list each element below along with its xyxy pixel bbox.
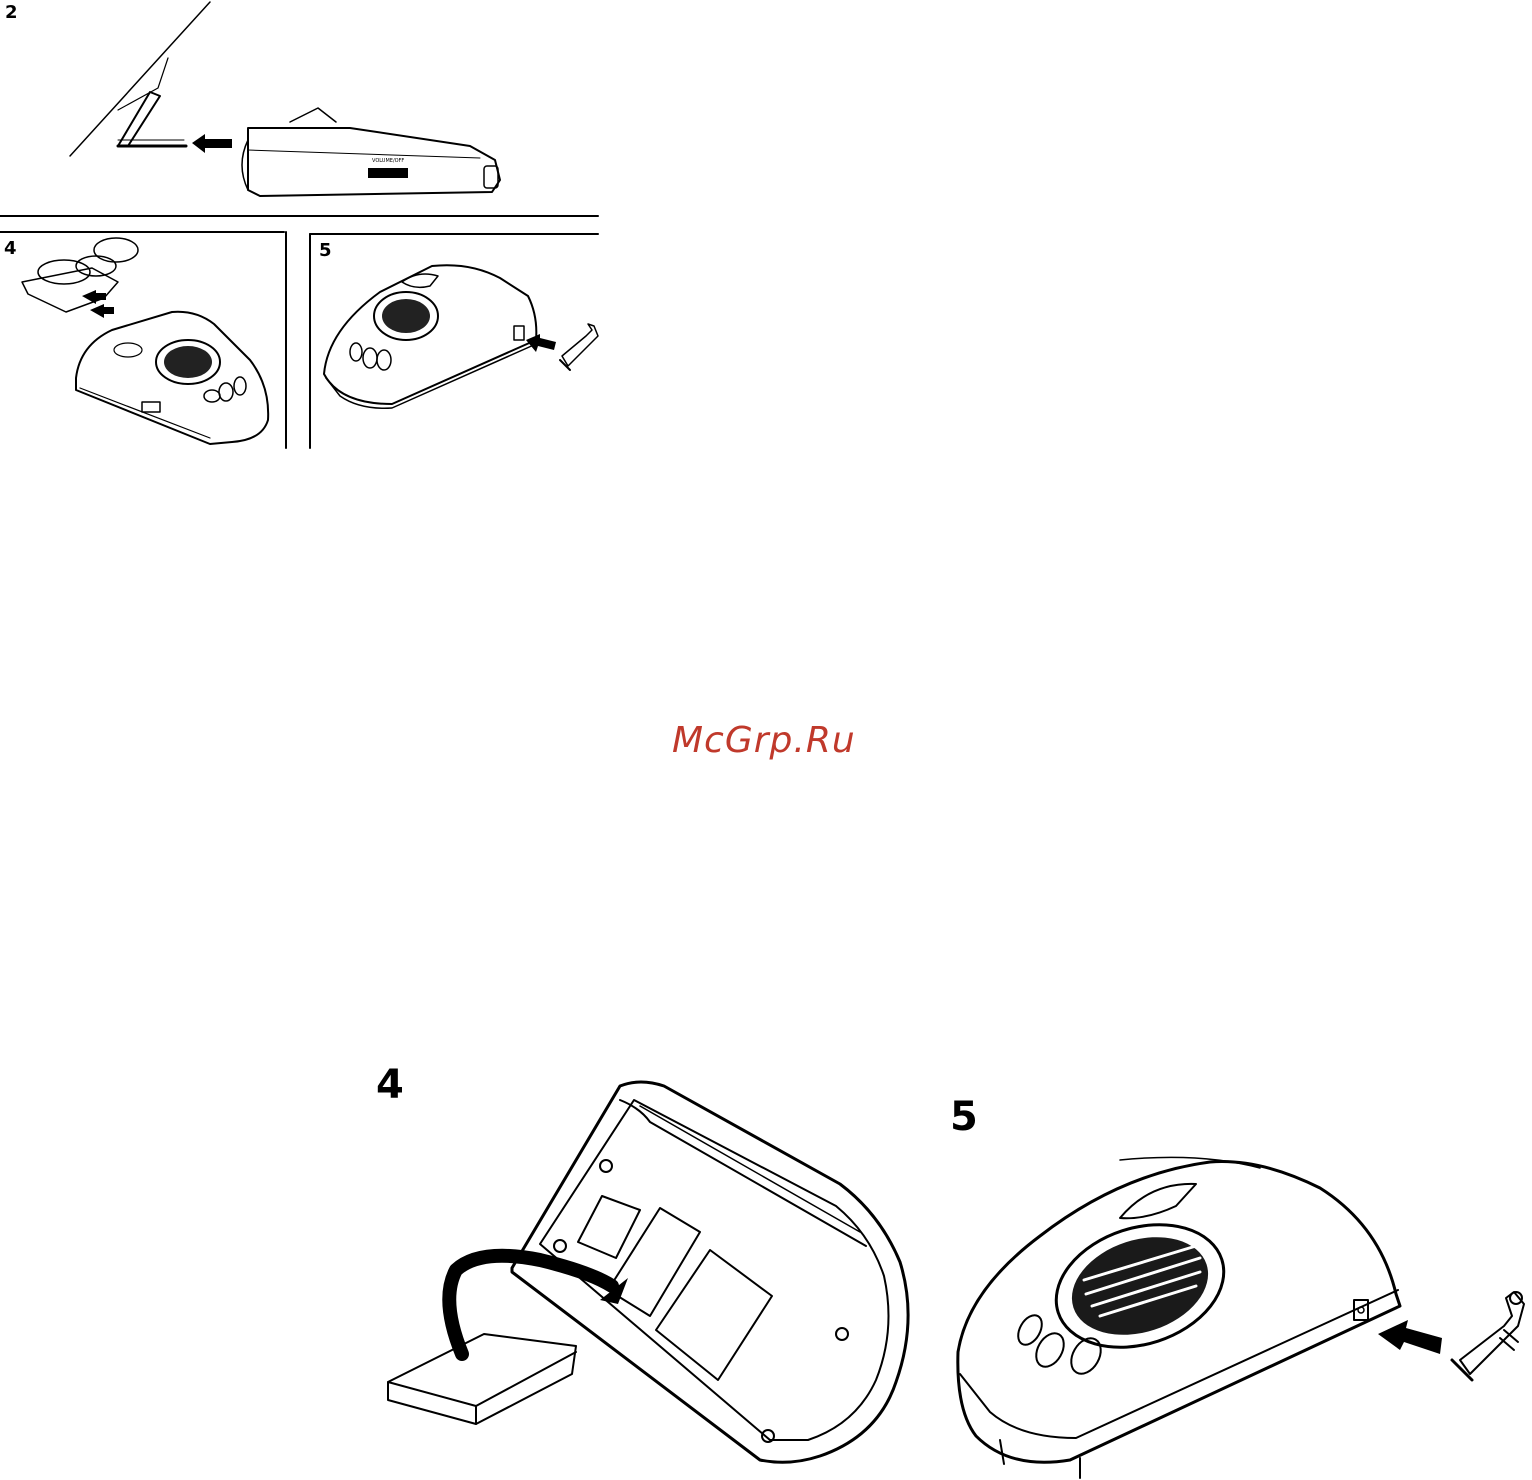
panel-4-small-number: 4 (4, 238, 17, 259)
device-volume-label: VOLUME/OFF (372, 158, 404, 164)
panel-5-small-illustration (324, 265, 598, 408)
panel-5-small-number: 5 (319, 240, 332, 261)
watermark-text: McGrp.Ru (672, 720, 856, 761)
panel-4-small-illustration (22, 238, 268, 444)
panel-4-large-illustration (388, 1082, 908, 1462)
panel-4-large-number: 4 (376, 1062, 404, 1108)
panel-5-large-number: 5 (950, 1094, 978, 1140)
panel-5-large-illustration (958, 1157, 1524, 1478)
panel-2-illustration: VOLUME/OFF (0, 2, 598, 448)
panel-2-number: 2 (5, 2, 18, 23)
